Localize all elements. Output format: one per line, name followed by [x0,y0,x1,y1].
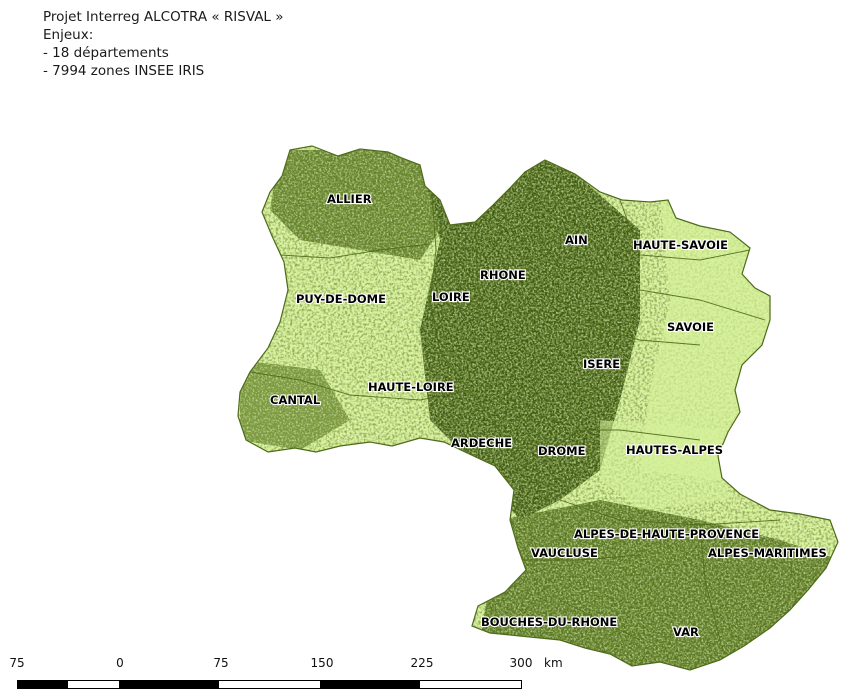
scale-label-150: 150 [310,656,334,670]
scale-label-300: 300 [509,656,533,670]
dept-label-rhone: RHONE [480,268,526,282]
dept-label-ain: AIN [565,233,588,247]
dept-label-puy-de-dome: PUY-DE-DOME [296,292,386,306]
dept-label-var: VAR [673,625,699,639]
department-labels: ALLIER AIN HAUTE-SAVOIE RHONE PUY-DE-DOM… [269,191,828,640]
dept-label-alpes-maritimes: ALPES-MARITIMES [708,546,827,560]
dept-label-vaucluse: VAUCLUSE [531,546,598,560]
dept-label-ardeche: ARDECHE [451,436,512,450]
scale-segment [18,681,69,688]
scale-segment [319,681,421,688]
scale-segment [118,681,220,688]
dept-label-alpes-de-haute-provence: ALPES-DE-HAUTE-PROVENCE [574,527,759,541]
dept-label-isere: ISERE [583,357,620,371]
stakes-heading: Enjeux: [43,27,94,43]
dept-label-drome: DROME [538,444,586,458]
scale-label-75: 75 [213,656,229,670]
dept-label-savoie: SAVOIE [667,320,714,334]
map-title-block: Projet Interreg ALCOTRA « RISVAL » Enjeu… [43,8,284,80]
dept-label-loire: LOIRE [432,290,470,304]
scale-bar [17,680,522,689]
scale-label-225: 225 [410,656,434,670]
departments-count: - 18 départements [43,45,169,61]
dept-label-allier: ALLIER [327,192,372,206]
project-title: Projet Interreg ALCOTRA « RISVAL » [43,9,284,25]
scale-segment [68,681,119,688]
scale-label-neg75: 75 [9,656,25,670]
scale-segment [420,681,521,688]
dept-label-hautes-alpes: HAUTES-ALPES [626,443,723,457]
dept-label-haute-loire: HAUTE-LOIRE [368,380,454,394]
dept-label-cantal: CANTAL [270,393,321,407]
scale-segment [219,681,320,688]
dept-label-bouches-du-rhone: BOUCHES-DU-RHONE [481,615,617,629]
scale-unit: km [544,656,563,670]
iris-zones-count: - 7994 zones INSEE IRIS [43,63,205,79]
scale-label-0: 0 [116,656,124,670]
dept-label-haute-savoie: HAUTE-SAVOIE [633,238,728,252]
